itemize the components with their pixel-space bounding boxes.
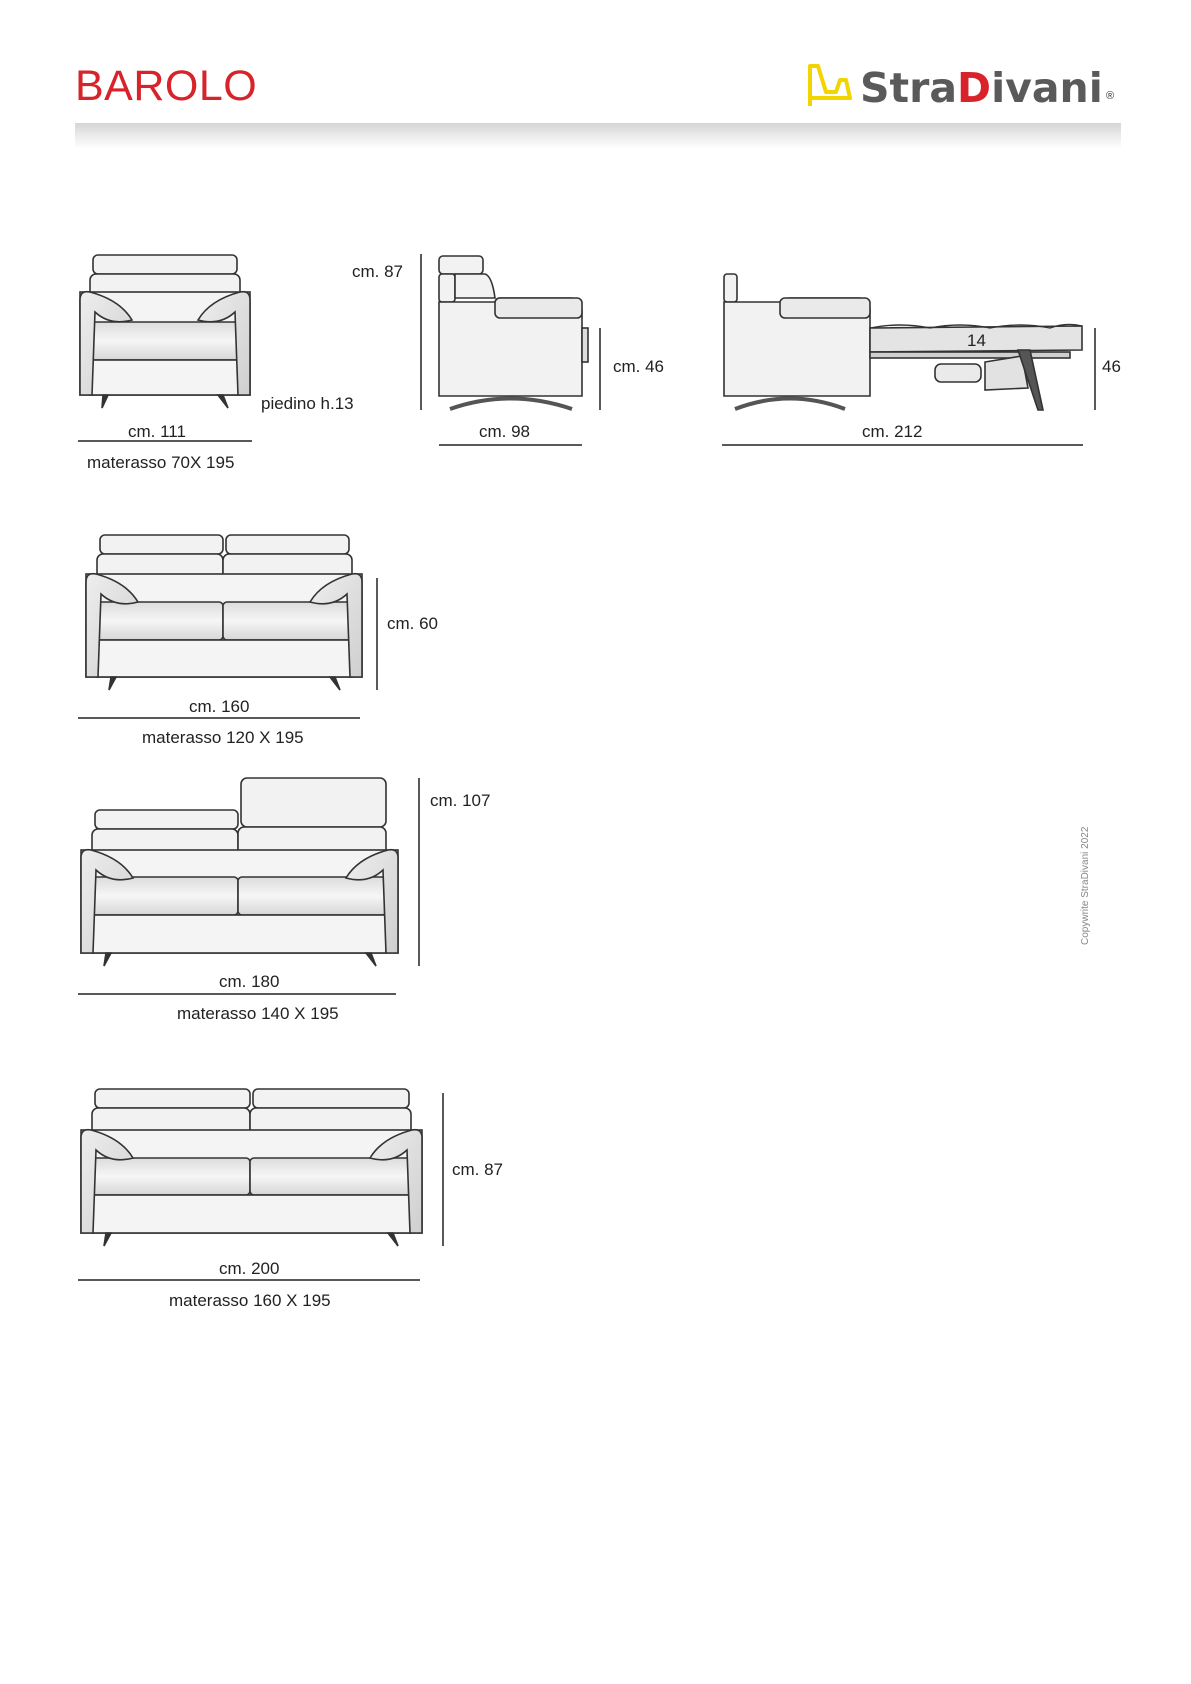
brand-name: StraDivani — [860, 64, 1103, 112]
armchair-width-label: cm. 111 — [128, 422, 186, 441]
sofa-180-width-label: cm. 180 — [219, 972, 280, 991]
depth-label: cm. 98 — [479, 422, 531, 441]
seat-height-label: cm. 46 — [613, 357, 665, 376]
sofa-180-height-label: cm. 107 — [430, 791, 491, 810]
bed-height-label: 46 — [1102, 357, 1121, 376]
sofa-200-width-label: cm. 200 — [219, 1259, 280, 1278]
brand-logo: StraDivani ® — [806, 58, 1118, 114]
registered-mark: ® — [1106, 90, 1115, 102]
armchair-mattress-label: materasso 70X 195 — [87, 453, 235, 472]
bed-length-label: cm. 212 — [862, 422, 923, 441]
sofa-200-height-label: cm. 87 — [452, 1160, 504, 1179]
header-gradient-band — [75, 123, 1121, 149]
logo-chair-icon — [808, 64, 852, 106]
sofa-160-width-label: cm. 160 — [189, 697, 250, 716]
sofa-200-mattress-label: materasso 160 X 195 — [169, 1291, 331, 1310]
armchair-height-label: cm. 87 — [352, 262, 404, 281]
product-title: BAROLO — [75, 62, 258, 110]
sofa-160-drawing — [85, 534, 363, 691]
mattress-thickness-label: 14 — [967, 331, 986, 350]
sofa-180-drawing — [80, 777, 399, 967]
sofa-160-mattress-label: materasso 120 X 195 — [142, 728, 304, 747]
copyright-note: Copywrite StraDivani 2022 — [1080, 826, 1091, 945]
armchair-front-drawing — [79, 254, 251, 409]
armchair-side-drawing — [438, 255, 589, 411]
sofa-200-drawing — [80, 1088, 423, 1247]
foot-height-label: piedino h.13 — [261, 394, 354, 413]
sofa-160-height-label: cm. 60 — [387, 614, 439, 633]
bed-open-drawing — [723, 273, 1083, 411]
sofa-180-mattress-label: materasso 140 X 195 — [177, 1004, 339, 1023]
